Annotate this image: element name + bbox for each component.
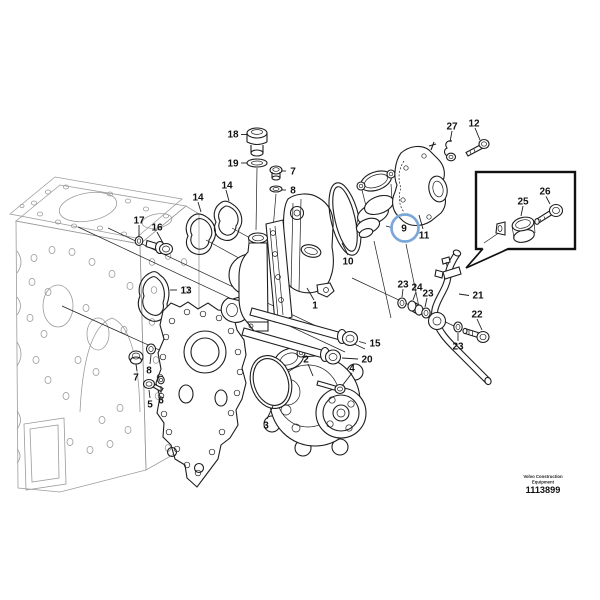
- callout-14-left[interactable]: 14: [192, 193, 204, 204]
- washer-19-shape: [246, 158, 268, 168]
- plug-7-top-shape: [269, 165, 283, 181]
- bolt-26-shape: [534, 203, 564, 225]
- callout-7-bottom[interactable]: 7: [133, 373, 139, 384]
- plug-7-bottom-shape: [128, 350, 144, 365]
- inset-pointer-tail: [465, 247, 510, 269]
- callout-17[interactable]: 17: [133, 216, 145, 227]
- clamp-25-shape: [495, 216, 536, 243]
- callout-10[interactable]: 10: [342, 257, 354, 268]
- callout-21[interactable]: 21: [472, 291, 484, 302]
- callout-25[interactable]: 25: [517, 197, 529, 208]
- washer-8-top-shape: [269, 185, 283, 193]
- washer-6-shape: [157, 375, 165, 385]
- callout-9-highlighted[interactable]: 9: [401, 224, 407, 235]
- bushing-24-shape: [407, 300, 424, 316]
- callout-2[interactable]: 2: [303, 355, 309, 366]
- callout-8-bottom[interactable]: 8: [146, 366, 152, 377]
- banjo-bolt-22-shape: [462, 327, 490, 344]
- callout-13[interactable]: 13: [180, 286, 192, 297]
- housing-shape: [220, 193, 335, 332]
- coolant-pipe-21-shape: [427, 249, 492, 386]
- callout-7-top[interactable]: 7: [290, 167, 296, 178]
- callout-11[interactable]: 11: [419, 231, 430, 242]
- callout-4[interactable]: 4: [349, 364, 355, 375]
- callout-26[interactable]: 26: [539, 187, 551, 198]
- thermostat-cover-11-shape: [392, 141, 448, 227]
- plug-18-shape: [246, 127, 268, 157]
- document-number: 1113899: [526, 485, 561, 495]
- callout-14-right[interactable]: 14: [221, 181, 233, 192]
- bolt-16-shape: [145, 239, 174, 256]
- washer-23a-shape: [397, 297, 407, 309]
- brand-line-1: Volvo Construction: [523, 474, 563, 479]
- callout-20[interactable]: 20: [361, 355, 373, 366]
- callout-23-a[interactable]: 23: [397, 280, 409, 291]
- washer-23c-shape: [453, 321, 463, 333]
- leader-lines: [135, 127, 551, 420]
- bolt-5-shape: [142, 378, 164, 393]
- callout-19[interactable]: 19: [227, 159, 239, 170]
- gasket-14-right-shape: [213, 200, 243, 241]
- callout-15[interactable]: 15: [369, 339, 381, 350]
- callout-3[interactable]: 3: [263, 421, 269, 432]
- stud-12-shape: [465, 138, 490, 157]
- callout-12[interactable]: 12: [468, 119, 480, 130]
- thermostat-shape: [355, 169, 396, 239]
- highlight-circle-item-9[interactable]: [390, 213, 420, 243]
- timing-cover-shape: [155, 294, 252, 488]
- bolt-20-shape: [241, 327, 342, 365]
- callout-18[interactable]: 18: [227, 130, 239, 141]
- inset-detail-box: [465, 170, 577, 269]
- bolt-15-shape: [249, 307, 359, 347]
- gasket-14-left-shape: [185, 213, 217, 255]
- callout-27[interactable]: 27: [446, 122, 458, 133]
- callout-23-b[interactable]: 23: [422, 289, 434, 300]
- washer-23b-shape: [421, 307, 431, 319]
- clip-27-shape: [444, 140, 457, 162]
- callout-labels: 1 2 3 4 5 6 7 8 7 8 9 10 11 12 13 14 14 …: [133, 119, 551, 432]
- callout-16[interactable]: 16: [151, 223, 163, 234]
- washer-8-bottom-shape: [145, 343, 157, 355]
- callout-22[interactable]: 22: [471, 310, 483, 321]
- callout-6[interactable]: 6: [158, 396, 164, 407]
- bolt-4-shape: [316, 380, 346, 395]
- head-gasket-holes: [19, 184, 169, 237]
- o-ring-3-shape: [249, 355, 293, 409]
- callout-1[interactable]: 1: [312, 301, 318, 312]
- callout-24[interactable]: 24: [411, 283, 423, 294]
- callout-8-top[interactable]: 8: [290, 186, 296, 197]
- callout-5[interactable]: 5: [147, 400, 153, 411]
- washer-17-shape: [134, 236, 144, 246]
- callout-23-c[interactable]: 23: [452, 342, 464, 353]
- footer: Volvo Construction Equipment 1113899: [523, 474, 563, 495]
- brand-line-2: Equipment: [532, 480, 555, 485]
